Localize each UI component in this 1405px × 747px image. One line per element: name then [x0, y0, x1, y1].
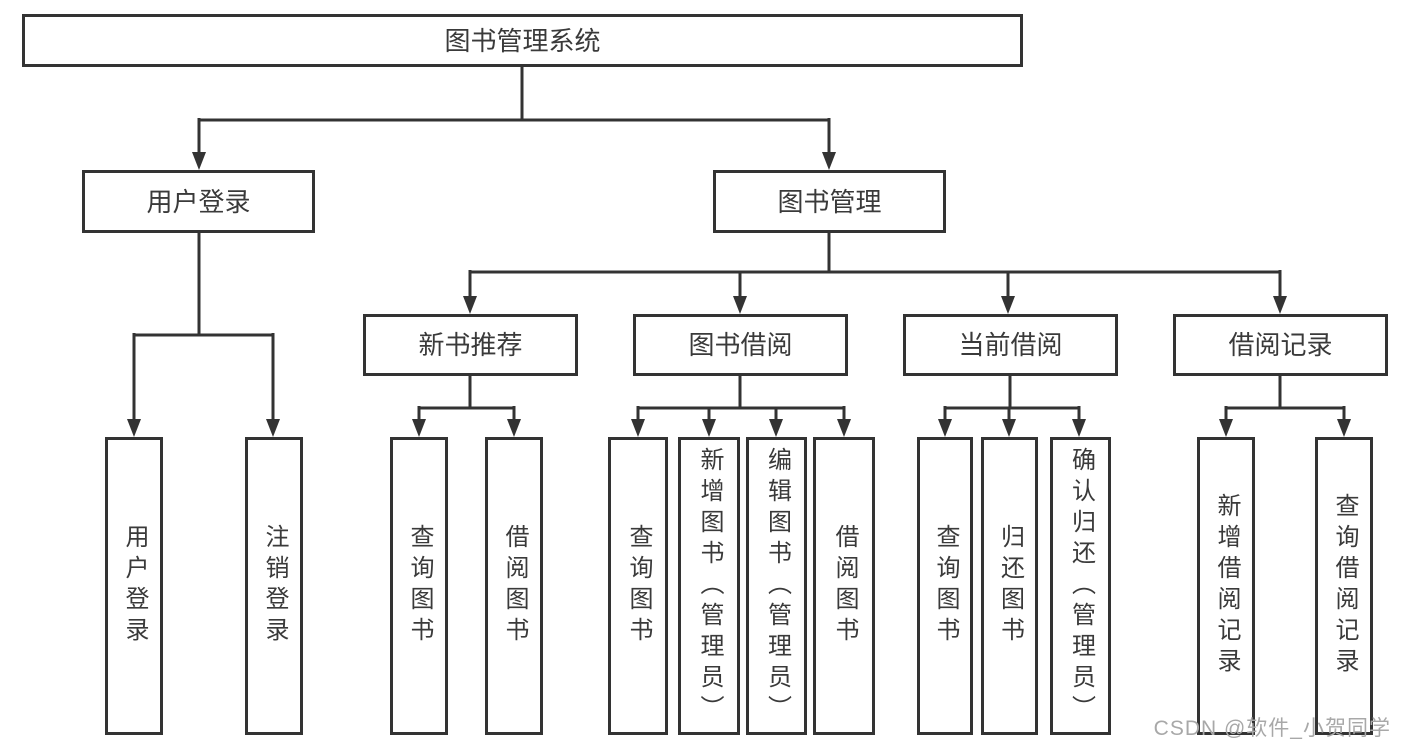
node-user-login: 用户登录	[82, 170, 315, 233]
leaf-borrow-books-borrowing: 借阅图书	[813, 437, 875, 735]
node-current-borrowing: 当前借阅	[903, 314, 1118, 376]
node-library-system: 图书管理系统	[22, 14, 1023, 67]
leaf-borrow-books-recommend: 借阅图书	[485, 437, 543, 735]
leaf-query-books-borrowing: 查询图书	[608, 437, 668, 735]
watermark: CSDN @软件_小贺同学	[1153, 717, 1391, 740]
leaf-query-borrow-record: 查询借阅记录	[1315, 437, 1373, 735]
node-new-book-recommend: 新书推荐	[363, 314, 578, 376]
leaf-add-books-admin: 新增图书（管理员）	[678, 437, 740, 735]
leaf-confirm-return-admin: 确认归还（管理员）	[1050, 437, 1111, 735]
leaf-query-books-current: 查询图书	[917, 437, 973, 735]
leaf-logout: 注销登录	[245, 437, 303, 735]
leaf-return-books: 归还图书	[981, 437, 1038, 735]
leaf-query-books-recommend: 查询图书	[390, 437, 448, 735]
node-book-borrowing: 图书借阅	[633, 314, 848, 376]
leaf-edit-books-admin: 编辑图书（管理员）	[746, 437, 807, 735]
node-borrowing-records: 借阅记录	[1173, 314, 1388, 376]
leaf-add-borrow-record: 新增借阅记录	[1197, 437, 1255, 735]
node-book-management: 图书管理	[713, 170, 946, 233]
leaf-user-login: 用户登录	[105, 437, 163, 735]
